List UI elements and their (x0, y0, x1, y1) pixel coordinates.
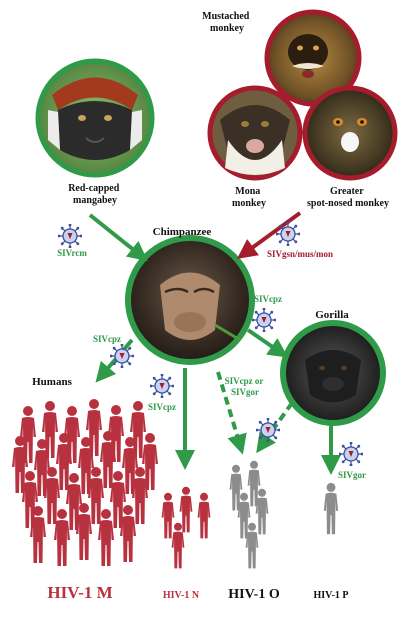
sivgor-label: SIVgor (338, 470, 366, 480)
person-icon (86, 399, 102, 456)
person-icon (323, 482, 339, 535)
virus-icon (150, 374, 174, 398)
chimpanzee-label: Chimpanzee (153, 226, 212, 238)
virus-icon (256, 418, 280, 442)
mustached-monkey-photo (264, 9, 362, 107)
hiv1-m-humans (12, 399, 158, 566)
sivgsn-label: SIVgsn/mus/mon (267, 249, 333, 259)
sivrcm-label: SIVrcm (57, 248, 87, 258)
sivcpz-m-label: SIVcpz (93, 334, 121, 344)
gorilla-photo (280, 320, 386, 426)
mona-monkey-label: Mona monkey (232, 186, 266, 209)
virus-icon (339, 442, 363, 466)
person-icon (161, 492, 175, 539)
hiv1-m-label: HIV-1 M (47, 583, 112, 602)
hiv1-n-label: HIV-1 N (163, 590, 200, 601)
hiv1-o-humans (229, 460, 269, 569)
person-icon (197, 492, 211, 539)
virus-icon (276, 222, 300, 246)
person-icon (42, 401, 58, 458)
greater-spot-nosed-monkey-label: Greater spot-nosed monkey (307, 186, 389, 209)
sivcpz-n-label: SIVcpz (148, 402, 176, 412)
arrow-mangabey-to-chimp (88, 213, 148, 262)
virus-icon (58, 224, 82, 248)
hiv1-n-humans (161, 486, 211, 569)
gorilla-label: Gorilla (315, 309, 349, 321)
red-capped-mangabey-label: Red-capped mangabey (68, 183, 122, 206)
virus-icon (110, 344, 134, 368)
red-capped-mangabey-photo (35, 58, 155, 178)
greater-spot-nosed-monkey-photo (302, 85, 398, 181)
chimpanzee-photo (125, 235, 255, 365)
hiv1-o-label: HIV-1 O (228, 587, 280, 602)
arrow-chimp-to-gorilla (246, 328, 289, 358)
hiv1-p-label: HIV-1 P (313, 590, 348, 601)
arrow-monkeys-to-chimp (236, 211, 302, 259)
hiv1-p-humans (323, 482, 339, 535)
sivcpz-or-sivgor-label: SIVcpz or SIVgor (225, 376, 266, 397)
mona-monkey-photo (207, 85, 303, 181)
arrow-gorilla-to-hiv1-o (256, 401, 294, 454)
sivcpz-gorilla-label: SIVcpz (254, 294, 282, 304)
virus-icon (252, 308, 276, 332)
humans-label: Humans (32, 376, 72, 388)
mustached-monkey-label: Mustached monkey (202, 11, 252, 34)
